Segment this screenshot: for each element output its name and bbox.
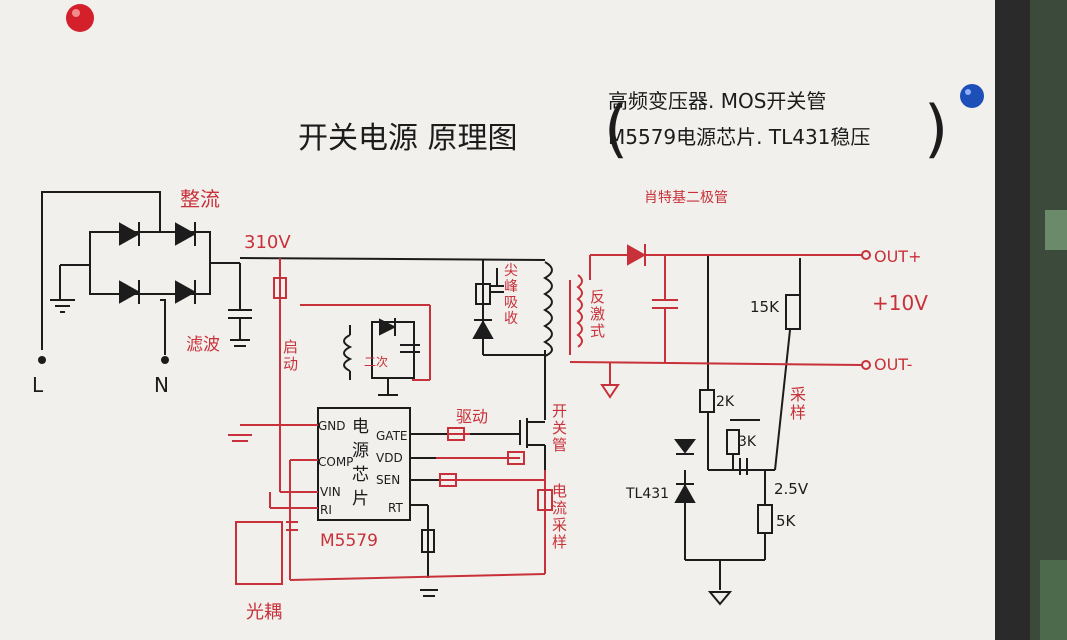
chip-block <box>317 321 448 597</box>
out-minus-terminal <box>861 360 871 370</box>
subtitle-line-1: 高频变压器. MOS开关管 <box>608 89 826 113</box>
label-rectify: 整流 <box>180 187 220 211</box>
pin-vdd: VDD <box>376 451 403 465</box>
terminal-l <box>38 356 46 364</box>
out-plus-terminal <box>861 250 871 260</box>
pin-gnd: GND <box>318 419 346 433</box>
tl431-symbol <box>674 439 696 503</box>
chip-char-3: 芯 <box>352 465 369 485</box>
chip-char-4: 片 <box>352 489 369 509</box>
feedback-network <box>684 255 801 606</box>
snubber-primary <box>475 260 553 420</box>
snubber-diode <box>472 319 494 339</box>
label-l: L <box>32 373 44 397</box>
label-2-5v: 2.5V <box>774 480 809 498</box>
label-schottky: 肖特基二极管 <box>644 189 728 206</box>
label-3k: 3K <box>738 434 757 450</box>
subtitle-line-2: M5579电源芯片. TL431稳压 <box>608 125 870 149</box>
terminal-n <box>161 356 169 364</box>
page-title: 开关电源 原理图 <box>298 121 518 156</box>
schottky-diode <box>627 244 647 266</box>
pin-comp: COMP <box>318 455 353 469</box>
chip-char-1: 电 <box>352 417 369 437</box>
label-out-plus: OUT+ <box>874 247 921 266</box>
label-drive: 驱动 <box>456 407 488 426</box>
label-filter: 滤波 <box>186 335 220 355</box>
bridge-rectifier <box>41 191 546 355</box>
pin-sen: SEN <box>376 473 400 487</box>
label-switch-tube: 开关管 <box>552 402 567 454</box>
pin-ri: RI <box>320 503 332 517</box>
aux-diode <box>379 318 397 336</box>
label-2k: 2K <box>716 394 735 410</box>
label-out-minus: OUT- <box>874 355 912 374</box>
label-15k: 15K <box>750 298 780 316</box>
pin-gate: GATE <box>376 429 408 443</box>
label-spike-absorb: 尖峰吸收 <box>504 263 518 327</box>
bracket-left: ( <box>604 92 628 165</box>
label-10v: +10V <box>872 291 928 315</box>
label-secondary: 二次 <box>364 355 388 369</box>
bridge-diodes <box>119 222 197 304</box>
blue-magnet <box>960 84 984 108</box>
label-310v: 310V <box>244 232 291 253</box>
label-startup: 启动 <box>283 338 298 373</box>
pin-rt: RT <box>388 501 403 515</box>
label-chip-name: M5579 <box>320 531 378 551</box>
pin-vin: VIN <box>320 485 341 499</box>
label-sampling: 采样 <box>790 385 806 422</box>
label-n: N <box>154 373 169 397</box>
label-5k: 5K <box>776 512 797 530</box>
bracket-right: ) <box>924 92 948 165</box>
whiteboard-surface <box>0 0 995 640</box>
label-current-sense: 电流采样 <box>552 482 567 551</box>
red-magnet <box>66 4 94 32</box>
label-optocoupler: 光耦 <box>246 602 282 623</box>
label-tl431: TL431 <box>625 486 669 502</box>
mosfet <box>470 418 546 470</box>
chip-char-2: 源 <box>352 441 369 461</box>
label-flyback: 反激式 <box>590 288 605 340</box>
